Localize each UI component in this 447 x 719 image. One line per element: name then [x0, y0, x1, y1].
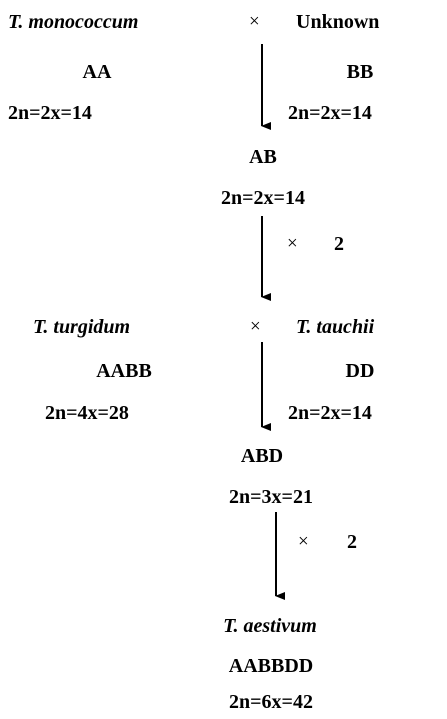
parent-2-formula: 2n=2x=14	[288, 102, 372, 124]
result-formula: 2n=6x=42	[229, 691, 313, 713]
doubling-1-factor: 2	[334, 233, 344, 255]
doubling-2-factor: 2	[347, 531, 357, 553]
cross-2-symbol: ×	[250, 316, 261, 337]
parent-4-formula: 2n=2x=14	[288, 402, 372, 424]
doubling-1-symbol: ×	[287, 233, 298, 254]
parent-1-formula: 2n=2x=14	[8, 102, 92, 124]
parent-4-genome: DD	[345, 360, 375, 382]
parent-3-genome: AABB	[96, 360, 152, 382]
hybrid-2-formula: 2n=3x=21	[229, 486, 313, 508]
hybrid-1-genome: AB	[249, 146, 277, 168]
parent-1-genome: AA	[82, 61, 112, 83]
result-genome: AABBDD	[228, 655, 314, 677]
parent-1-name: T. monococcum	[8, 11, 139, 33]
parent-3-formula: 2n=4x=28	[45, 402, 129, 424]
cross-1-symbol: ×	[249, 11, 260, 32]
parent-2-name: Unknown	[296, 11, 380, 33]
doubling-2-symbol: ×	[298, 531, 309, 552]
parent-2-genome: BB	[346, 61, 374, 83]
result-name: T. aestivum	[223, 615, 317, 637]
hybrid-1-formula: 2n=2x=14	[221, 187, 305, 209]
hybrid-2-genome: ABD	[240, 445, 284, 467]
parent-4-name: T. tauchii	[296, 316, 375, 338]
parent-3-name: T. turgidum	[33, 316, 131, 338]
